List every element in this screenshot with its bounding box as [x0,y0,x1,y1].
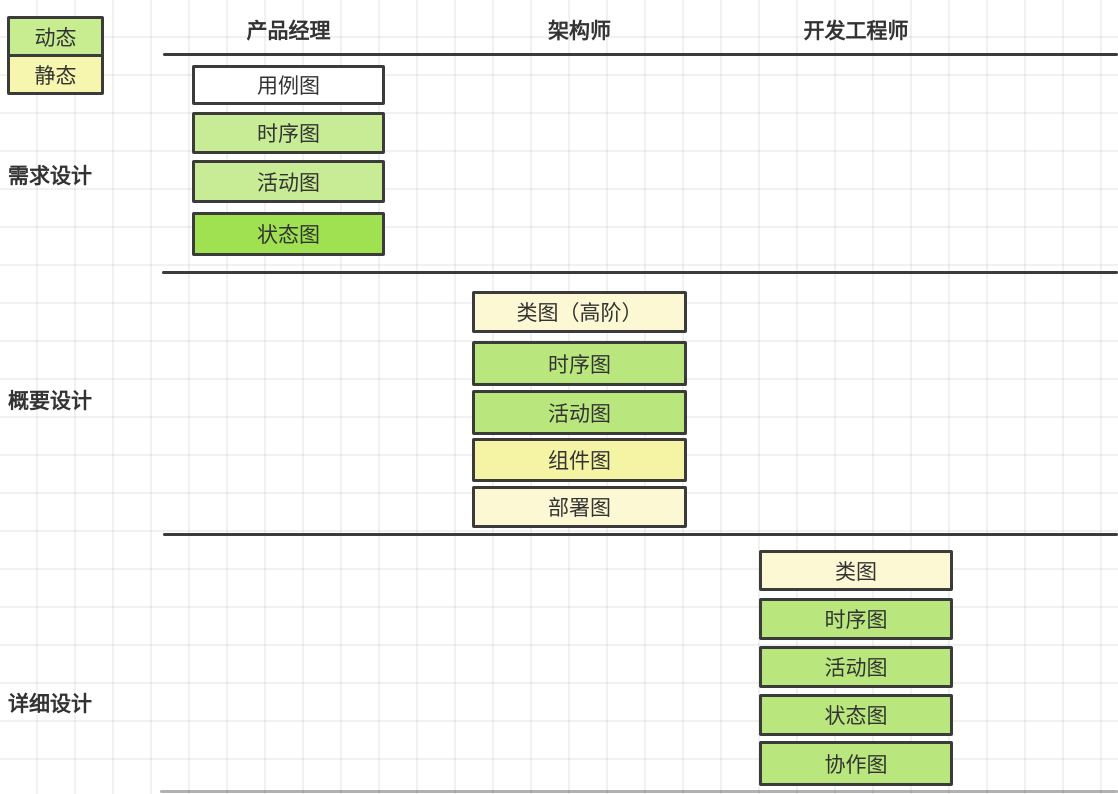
diagram-node-component: 组件图 [472,438,687,482]
legend-item-label: 静态 [34,64,77,88]
bottom-divider-line [160,790,1118,793]
node-label: 状态图 [257,224,320,247]
diagram-node-state: 状态图 [759,694,953,736]
node-label: 类图（高阶） [516,302,643,325]
diagram-node-activity: 活动图 [192,160,385,203]
diagram-node-use-case: 用例图 [192,65,385,105]
node-label: 协作图 [824,753,888,777]
node-label: 时序图 [548,353,611,377]
node-label: 时序图 [824,609,888,632]
column-header-product-manager: 产品经理 [246,20,331,43]
diagram-node-activity: 活动图 [759,646,953,688]
diagram-node-class: 类图 [759,550,953,591]
legend-item-dynamic: 动态 [7,16,104,57]
section-divider-line [162,271,1118,274]
legend-item-static: 静态 [7,54,104,95]
column-header-architect: 架构师 [548,20,611,43]
diagram-node-class-highlevel: 类图（高阶） [472,291,687,333]
diagram-node-sequence: 时序图 [192,112,385,154]
node-label: 时序图 [257,123,320,146]
column-header-developer: 开发工程师 [803,20,909,43]
section-divider-line [163,533,1118,536]
diagram-node-state: 状态图 [192,212,385,256]
diagram-node-activity: 活动图 [472,390,687,435]
node-label: 部署图 [548,497,611,520]
diagram-node-collaboration: 协作图 [759,741,953,786]
node-label: 状态图 [824,705,888,728]
node-label: 活动图 [257,171,320,195]
row-label-requirements-design: 需求设计 [8,165,92,188]
node-label: 活动图 [824,657,888,680]
node-label: 用例图 [257,75,320,98]
node-label: 组件图 [548,450,611,473]
row-label-highlevel-design: 概要设计 [8,390,92,413]
diagram-node-deployment: 部署图 [472,486,687,528]
row-label-detailed-design: 详细设计 [8,693,92,716]
diagram-node-sequence: 时序图 [472,341,687,386]
header-divider-line [163,53,1118,56]
diagram-node-sequence: 时序图 [759,598,953,640]
node-label: 类图 [835,560,877,584]
legend: 动态 静态 [7,16,104,95]
legend-item-label: 动态 [34,26,77,50]
node-label: 活动图 [548,402,611,426]
